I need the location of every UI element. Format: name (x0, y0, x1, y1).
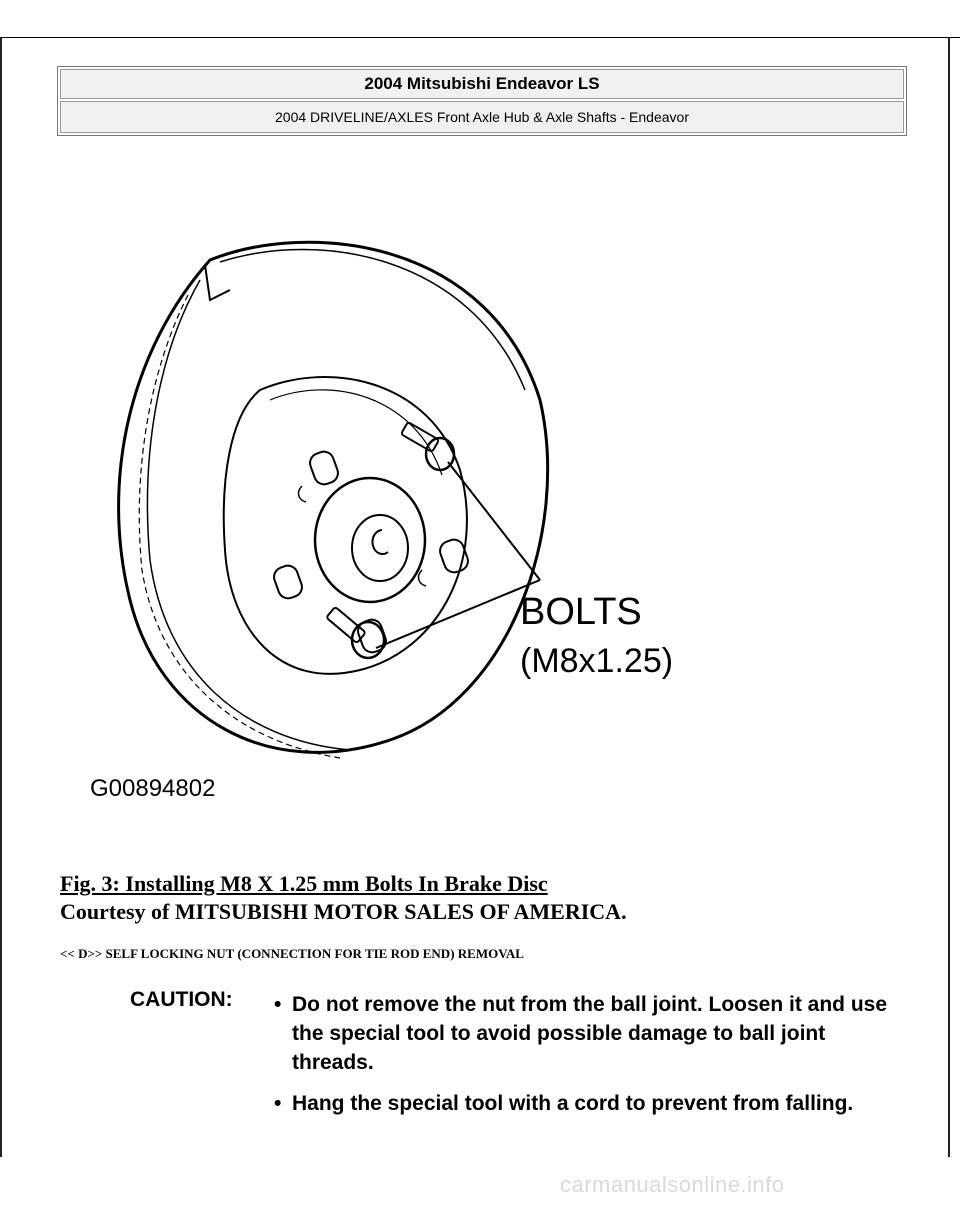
callout-bolts: BOLTS (520, 591, 642, 633)
brake-disc-drawing: BOLTS (M8x1.25) G00894802 (90, 240, 673, 802)
caution-list: • Do not remove the nut from the ball jo… (270, 990, 910, 1130)
watermark: carmanualsonline.info (560, 1172, 785, 1197)
brake-disc-illustration: BOLTS (M8x1.25) G00894802 (70, 200, 730, 820)
caution-label: CAUTION: (130, 988, 233, 1011)
right-border (948, 37, 950, 1157)
lower-bolt (326, 607, 386, 660)
figure-title: Fig. 3: Installing M8 X 1.25 mm Bolts In… (60, 871, 548, 896)
upper-bolt (401, 422, 456, 472)
bullet-icon: • (274, 993, 282, 1016)
document-subtitle: 2004 DRIVELINE/AXLES Front Axle Hub & Ax… (60, 101, 904, 133)
left-border (0, 37, 2, 1157)
document-title: 2004 Mitsubishi Endeavor LS (60, 69, 904, 99)
callout-bolt-size: (M8x1.25) (520, 642, 673, 680)
figure-courtesy: Courtesy of MITSUBISHI MOTOR SALES OF AM… (60, 899, 627, 924)
page-frame (0, 37, 960, 1206)
caution-item-text: Hang the special tool with a cord to pre… (292, 1092, 854, 1115)
caution-item: • Hang the special tool with a cord to p… (270, 1089, 910, 1118)
image-code: G00894802 (90, 775, 215, 802)
figure-caption: Fig. 3: Installing M8 X 1.25 mm Bolts In… (60, 870, 920, 926)
caution-item-text: Do not remove the nut from the ball join… (292, 993, 888, 1074)
caution-item: • Do not remove the nut from the ball jo… (270, 990, 910, 1077)
bullet-icon: • (274, 1092, 282, 1115)
section-heading: << D>> SELF LOCKING NUT (CONNECTION FOR … (60, 946, 524, 961)
header-table: 2004 Mitsubishi Endeavor LS 2004 DRIVELI… (57, 66, 907, 136)
